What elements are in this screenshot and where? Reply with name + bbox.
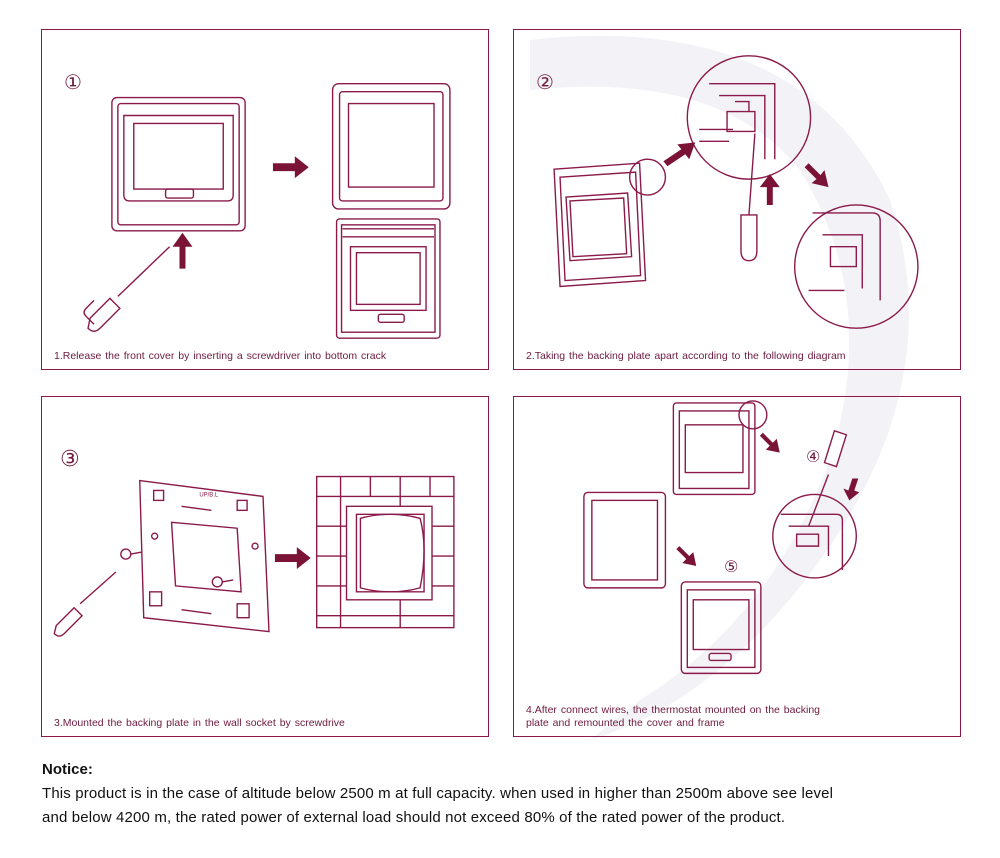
step-4-panel: ④ ⑤ 4.Af [513,396,961,737]
step-4-caption: 4.After connect wires, the thermostat mo… [526,704,948,730]
step-4-caption-line-2: plate and remounted the cover and frame [526,717,725,729]
arrow-up-icon [172,232,193,269]
arrow-down-right-icon [759,432,780,453]
arrow-down-right-icon [676,546,697,567]
arrow-down-right-icon [804,163,829,188]
step-3-caption: 3.Mounted the backing plate in the wall … [54,717,345,729]
arrow-right-icon [663,142,696,167]
screwdriver-icon [807,429,848,527]
step-2-illustration [553,55,919,329]
step-3-illustration: UP/B.L [53,475,455,637]
screwdriver-icon [740,133,758,262]
notice-line-1: This product is in the case of altitude … [42,785,834,802]
notice-block: Notice: This product is in the case of a… [42,758,972,830]
arrow-down-right-icon [843,478,860,501]
step-4-illustration [583,400,860,675]
notice-line-2: and below 4200 m, the rated power of ext… [42,809,786,826]
arrow-up-icon [759,174,780,205]
step-1-illustration [83,82,451,339]
arrow-right-icon [274,547,311,569]
step-5-number: ⑤ [724,557,739,576]
plate-label: UP/B.L [199,492,219,498]
step-2-number: ② [536,70,554,94]
step-4-number: ④ [806,447,821,466]
step-2-panel: ② 2.Taking the backing plate ap [513,29,961,370]
notice-title: Notice: [42,761,93,778]
step-1-panel: ① [41,29,489,370]
step-3-panel: ③ UP/B.L 3 [41,396,489,737]
step-2-caption: 2.Taking the backing plate apart accordi… [526,350,846,362]
step-4-caption-line-1: 4.After connect wires, the thermostat mo… [526,704,820,716]
step-1-caption: 1.Release the front cover by inserting a… [54,350,387,362]
screwdriver-icon [83,246,171,332]
arrow-right-icon [272,156,309,179]
step-3-number: ③ [60,447,80,472]
screwdriver-icon [53,571,117,637]
step-1-number: ① [64,70,82,94]
